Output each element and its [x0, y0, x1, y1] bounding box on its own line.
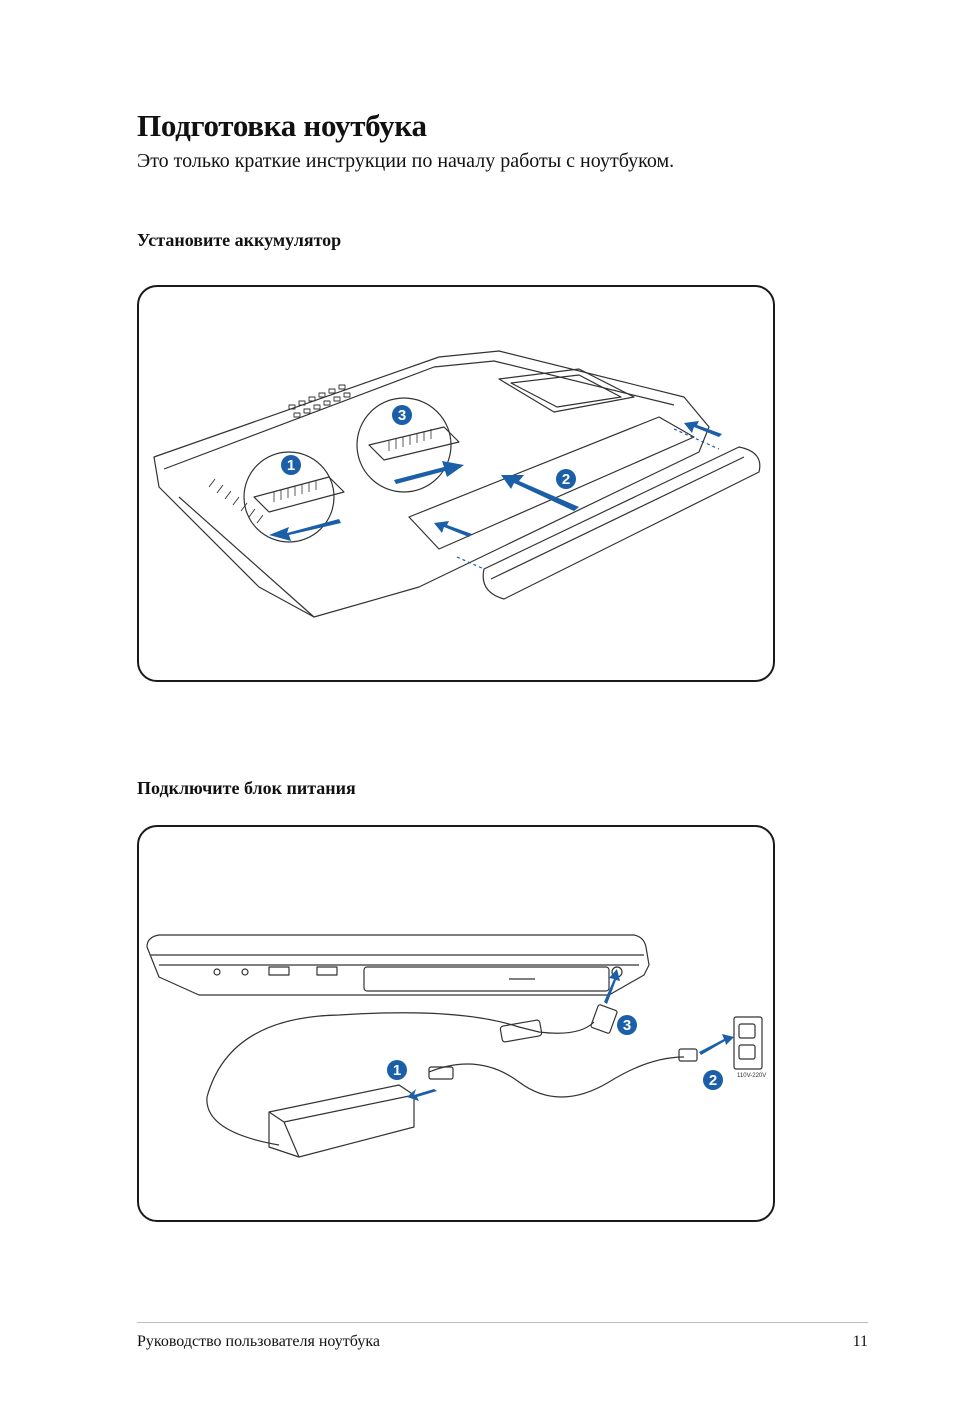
footer-divider	[137, 1322, 868, 1323]
optical-drive	[363, 966, 610, 992]
latch-zoom-circle-2	[356, 397, 452, 493]
ac-cord	[428, 1056, 685, 1098]
section-heading-connect-power: Подключите блок питания	[137, 778, 356, 798]
arrow-slide-latch-3	[394, 461, 464, 484]
battery-install-illustration: 1 2 3	[153, 350, 761, 618]
arrow-plug-brick	[407, 1089, 437, 1101]
latch-zoom-circle-1	[243, 451, 335, 543]
svg-text:3: 3	[623, 1017, 631, 1034]
step-badge-3: 3	[392, 405, 412, 425]
svg-text:2: 2	[709, 1072, 717, 1089]
arrow-plug-outlet	[699, 1034, 734, 1055]
outlet-voltage-label: 110V-220V	[737, 1073, 766, 1079]
mic-jack	[241, 968, 249, 976]
step-badge-1: 1	[281, 455, 301, 475]
usb-port-2	[316, 966, 338, 976]
dc-cable	[206, 1012, 595, 1146]
arrow-slide-latch-1	[269, 519, 341, 541]
svg-text:3: 3	[398, 407, 406, 424]
step-badge-3: 3	[617, 1015, 637, 1035]
battery-pack	[482, 446, 761, 600]
power-connect-figure: 110V-220V 1 2 3	[137, 825, 775, 1222]
power-brick	[268, 1084, 415, 1158]
headphone-jack	[213, 968, 221, 976]
step-badge-1: 1	[387, 1060, 407, 1080]
battery-bay	[408, 416, 695, 550]
wall-outlet	[733, 1016, 763, 1070]
page-subtitle: Это только краткие инструкции по началу …	[137, 150, 675, 172]
step-badge-2: 2	[556, 469, 576, 489]
usb-port-1	[268, 966, 290, 976]
page-title: Подготовка ноутбука	[137, 108, 427, 143]
laptop-underside	[153, 350, 710, 618]
footer-title: Руководство пользователя ноутбука	[137, 1333, 380, 1350]
section-heading-install-battery: Установите аккумулятор	[137, 230, 342, 250]
laptop-side	[146, 934, 650, 996]
step-badge-2: 2	[703, 1070, 723, 1090]
svg-text:2: 2	[562, 471, 570, 488]
power-connect-illustration: 110V-220V 1 2 3	[146, 934, 766, 1158]
battery-install-figure: 1 2 3	[137, 285, 775, 682]
svg-text:1: 1	[393, 1062, 401, 1079]
arrow-insert-battery	[501, 475, 579, 511]
page-number: 11	[852, 1333, 868, 1350]
memory-cover	[498, 368, 635, 413]
svg-text:1: 1	[287, 457, 295, 474]
arrow-plug-laptop	[604, 969, 620, 1004]
